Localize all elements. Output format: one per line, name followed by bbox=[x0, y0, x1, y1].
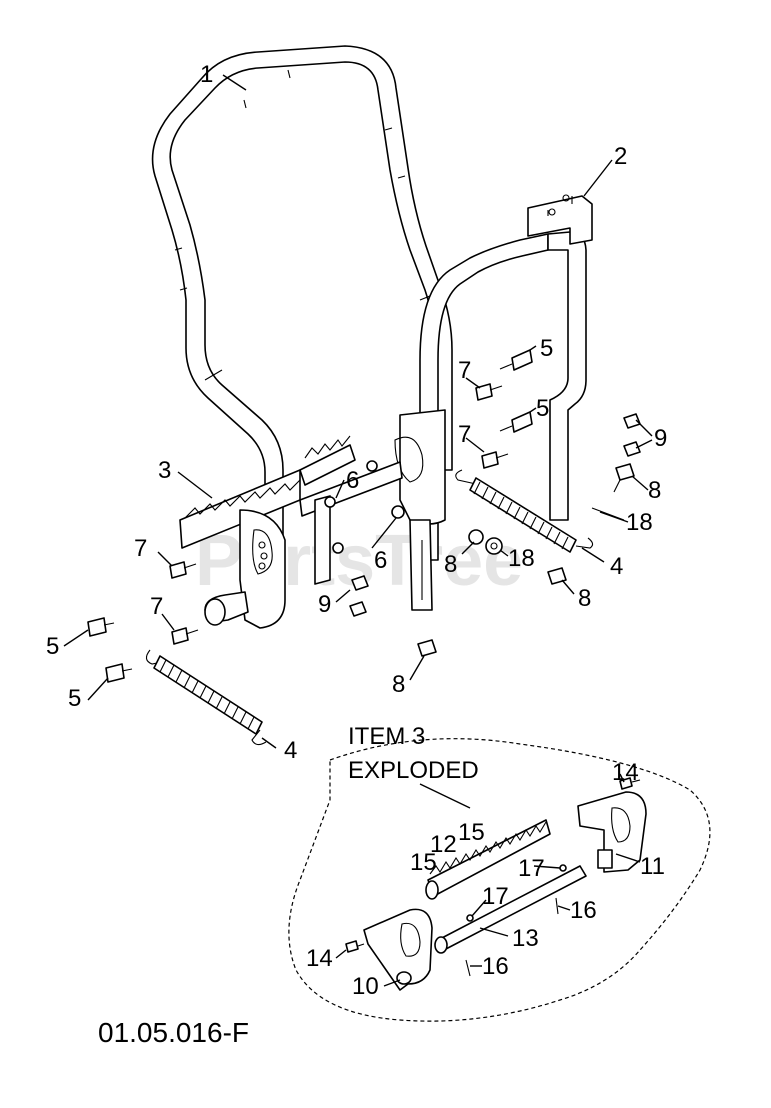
callout-8-lower-right: 8 bbox=[578, 585, 591, 612]
callout-labels: 1 2 3 4 4 5 5 5 5 6 6 7 7 7 7 8 8 8 8 9 … bbox=[46, 61, 667, 1000]
callout-8-center: 8 bbox=[444, 551, 457, 578]
drawing-number: 01.05.016-F bbox=[98, 1017, 249, 1048]
callout-17-lower: 17 bbox=[482, 883, 509, 910]
callout-13: 13 bbox=[512, 925, 539, 952]
part-3-pedal-assembly bbox=[179, 409, 446, 629]
exploded-view-outline bbox=[288, 738, 711, 1022]
part-4-spring-right bbox=[455, 469, 594, 553]
callout-6-lower: 6 bbox=[374, 547, 387, 574]
callout-5-left-lower: 5 bbox=[68, 685, 81, 712]
exploded-caption-line-2: EXPLODED bbox=[348, 757, 479, 784]
callout-15-lower: 15 bbox=[410, 849, 437, 876]
exploded-parts bbox=[345, 777, 647, 991]
part-2-front-handle bbox=[419, 194, 593, 561]
callout-18-center: 18 bbox=[508, 545, 535, 572]
callout-9-right: 9 bbox=[654, 425, 667, 452]
callout-15-upper: 15 bbox=[458, 819, 485, 846]
callout-8-right: 8 bbox=[648, 477, 661, 504]
callout-12: 12 bbox=[430, 831, 457, 858]
callout-7-left-lower: 7 bbox=[150, 593, 163, 620]
callout-2: 2 bbox=[614, 143, 627, 170]
callout-14-lower: 14 bbox=[306, 945, 333, 972]
callout-17-upper: 17 bbox=[518, 855, 545, 882]
leader-lines bbox=[63, 74, 653, 987]
callout-7-upper: 7 bbox=[458, 357, 471, 384]
callout-16-lower: 16 bbox=[482, 953, 509, 980]
callout-5-middle: 5 bbox=[536, 395, 549, 422]
callout-1: 1 bbox=[200, 61, 213, 88]
callout-6-upper: 6 bbox=[346, 467, 359, 494]
callout-4-right: 4 bbox=[610, 553, 623, 580]
callout-3: 3 bbox=[158, 457, 171, 484]
callout-5-left-upper: 5 bbox=[46, 633, 59, 660]
callout-11: 11 bbox=[640, 853, 665, 880]
callout-16-upper: 16 bbox=[570, 897, 597, 924]
part-4-spring-left bbox=[145, 649, 267, 746]
callout-8-bottom: 8 bbox=[392, 671, 405, 698]
callout-4-left: 4 bbox=[284, 737, 297, 764]
exploded-caption-line-1: ITEM 3 bbox=[348, 723, 425, 750]
callout-7-left-upper: 7 bbox=[134, 535, 147, 562]
callout-7-middle: 7 bbox=[458, 421, 471, 448]
callout-5-upper: 5 bbox=[540, 335, 553, 362]
callout-14-upper: 14 bbox=[612, 759, 639, 786]
callout-18-right: 18 bbox=[626, 509, 653, 536]
callout-9-left: 9 bbox=[318, 591, 331, 618]
callout-10: 10 bbox=[352, 973, 379, 1000]
